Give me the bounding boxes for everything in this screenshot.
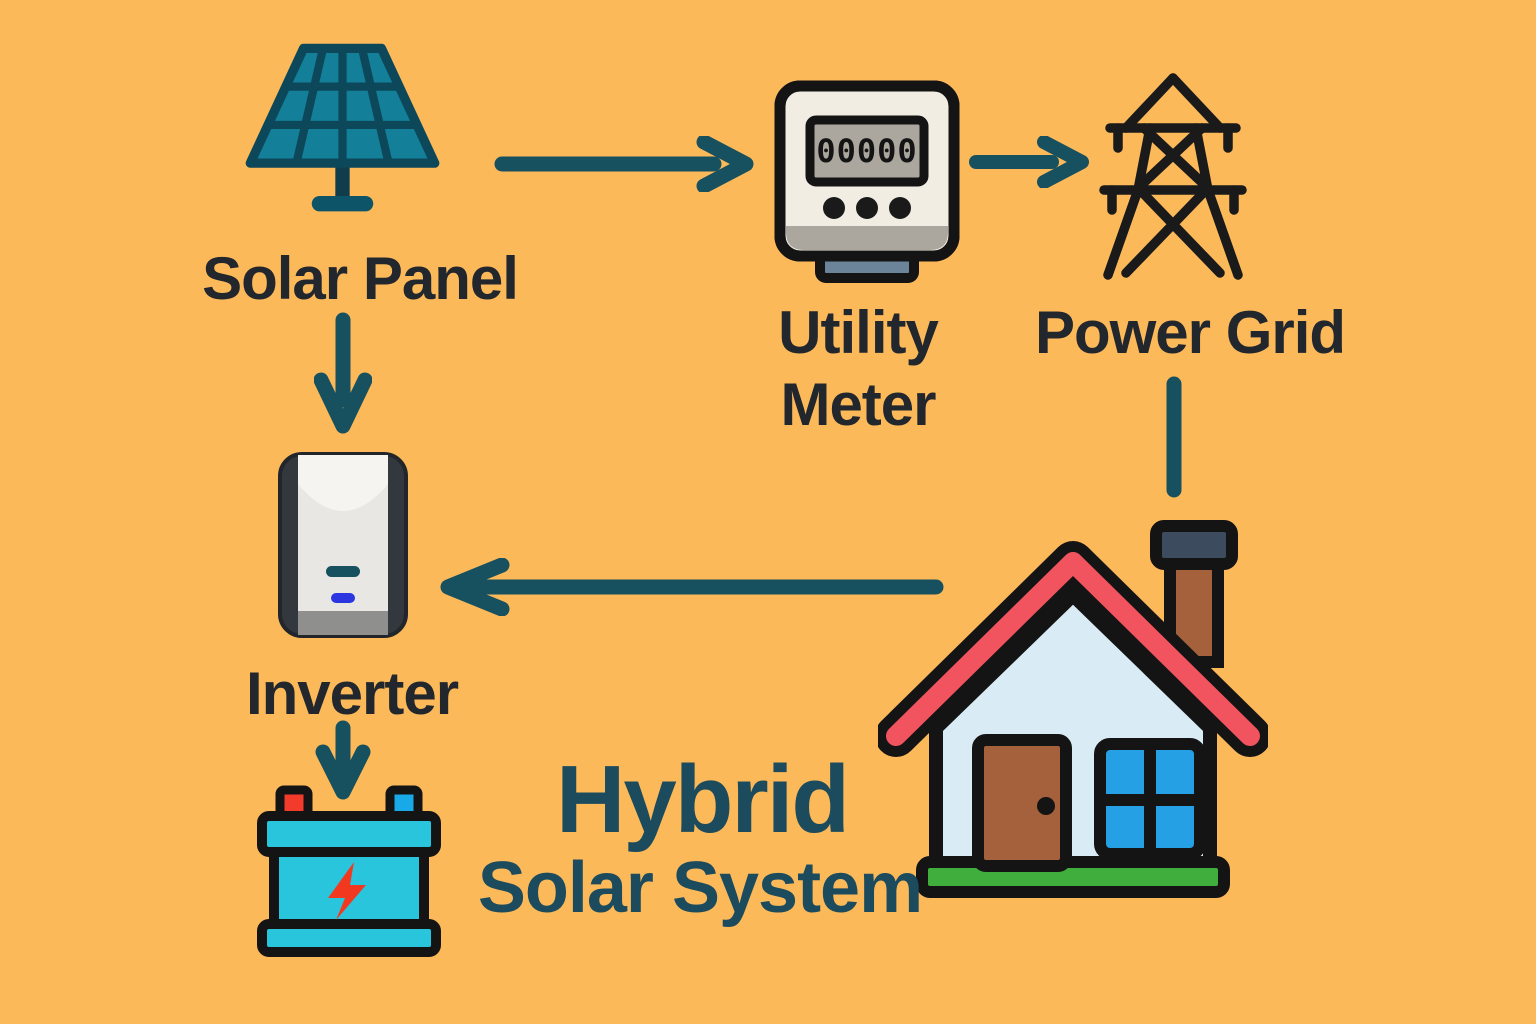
house-icon [878,500,1268,915]
meter-display-value: 00000 [816,132,917,170]
inverter-label: Inverter [245,660,459,727]
utility-meter-label-line1: Utility [778,299,939,366]
power-grid-tower-icon [1098,70,1248,282]
utility-meter-label-line2: Meter [780,371,936,438]
battery-icon [254,784,444,959]
inverter-icon [276,450,410,640]
solar-panel-label: Solar Panel [202,245,519,312]
arrow-house-to-inverter-icon [434,558,946,616]
line-grid-to-house-icon [1164,372,1184,502]
utility-meter-label: Utility Meter [778,297,939,441]
arrow-inverter-to-battery-icon [314,720,372,806]
solar-panel-icon [240,42,445,230]
utility-meter-icon: 00000 [772,80,962,285]
power-grid-label: Power Grid [1034,299,1346,366]
arrow-solar-to-inverter-icon [314,310,372,440]
arrow-solar-to-meter-icon [492,136,762,192]
arrow-meter-to-grid-icon [966,136,1098,188]
title-line1: Hybrid [555,746,850,853]
title-line2: Solar System [477,848,923,928]
